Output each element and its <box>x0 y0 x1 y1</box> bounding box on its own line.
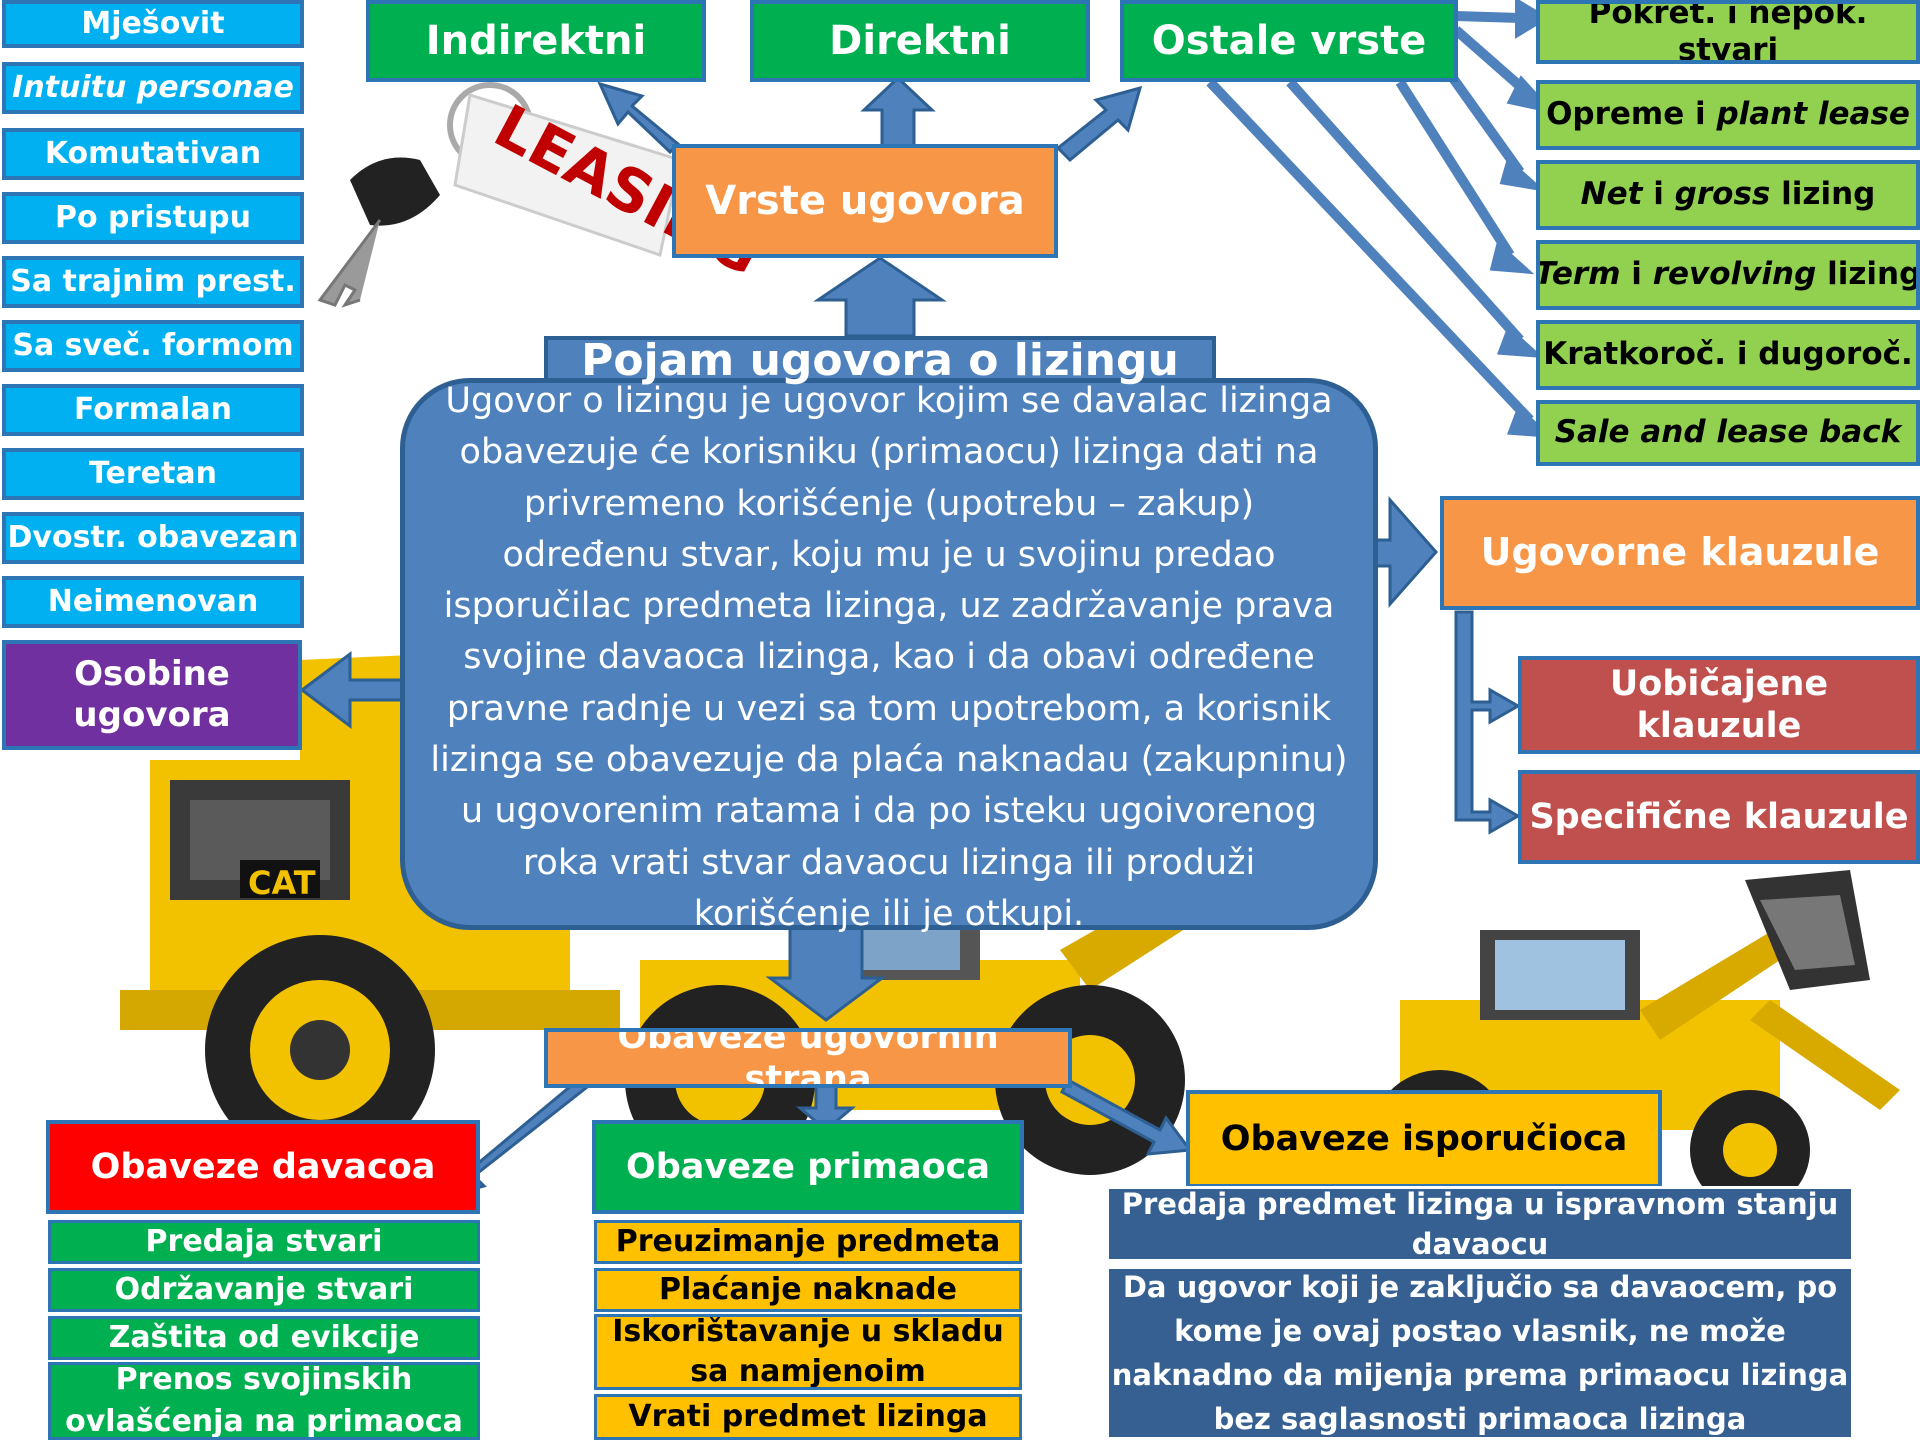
osobine-line-1: Osobine <box>74 654 230 695</box>
osobine-ugovora-box[interactable]: Osobine ugovora <box>2 640 302 750</box>
obaveze-davaoca-header[interactable]: Obaveze davacoa <box>46 1120 480 1214</box>
vrste-indirektni[interactable]: Indirektni <box>366 0 706 82</box>
vrste-ostale[interactable]: Ostale vrste <box>1120 0 1458 82</box>
definition-line: korišćenje ili je otkupi. <box>693 893 1085 934</box>
definition-line: svojine davaoca lizinga, kao i da obavi … <box>463 637 1315 678</box>
pojam-definition-box <box>400 378 1378 930</box>
arrow-to-isporucioca <box>1060 1077 1193 1156</box>
vrste-ugovora-box[interactable]: Vrste ugovora <box>672 144 1058 258</box>
term-text-b: i <box>1620 256 1653 293</box>
arrow-bracket-klauzule <box>1454 610 1522 835</box>
davaoca-item-zastita: Zaštita od evikcije <box>48 1316 480 1360</box>
ostale-pokret-nepok[interactable]: Pokret. i nepok. stvari <box>1536 0 1920 64</box>
term-text-a: Term <box>1536 256 1621 293</box>
primaoca-item-iskoristavanje: Iskorištavanje u skladu sa namjenoim <box>594 1314 1022 1390</box>
left-item-teretan[interactable]: Teretan <box>2 448 304 500</box>
definition-line: obavezuje će korisniku (primaocu) lizing… <box>459 432 1319 473</box>
primaoca-item-vrati: Vrati predmet lizinga <box>594 1394 1022 1440</box>
left-item-sa-trajnim-prest[interactable]: Sa trajnim prest. <box>2 256 304 308</box>
arrow-to-ostale <box>1055 85 1143 163</box>
isporucioca-item-predaja: Predaja predmet lizinga u ispravnom stan… <box>1106 1186 1854 1262</box>
obaveze-isporucioca-header[interactable]: Obaveze isporučioca <box>1186 1090 1662 1188</box>
pojam-title-bar <box>544 336 1216 382</box>
left-item-mjesovit[interactable]: Mješovit <box>2 0 304 48</box>
pojam-title: Pojam ugovora o lizingu <box>581 335 1179 386</box>
ostale-sale-and-lease-back[interactable]: Sale and lease back <box>1536 400 1920 466</box>
definition-line: Ugovor o lizingu je ugovor kojim se dava… <box>445 381 1333 421</box>
arrow-to-vrste <box>813 256 947 338</box>
left-item-po-pristupu[interactable]: Po pristupu <box>2 192 304 244</box>
davaoca-item-predaja: Predaja stvari <box>48 1220 480 1264</box>
definition-line: isporučilac predmeta lizinga, uz zadržav… <box>443 586 1335 627</box>
left-item-dvostr-obavezan[interactable]: Dvostr. obavezan <box>2 512 304 564</box>
opreme-text-a: Opreme i <box>1546 96 1717 133</box>
term-text-c: revolving <box>1652 256 1817 293</box>
arrow-to-indirektni <box>597 81 681 155</box>
davaoca-item-odrzavanje: Održavanje stvari <box>48 1268 480 1312</box>
primaoca-item-preuzimanje: Preuzimanje predmeta <box>594 1220 1022 1264</box>
definition-line: privremeno korišćenje (upotrebu – zakup) <box>523 483 1255 524</box>
definition-line: u ugovorenim ratama i da po isteku ugoiv… <box>461 791 1317 832</box>
primaoca-item-placanje: Plaćanje naknade <box>594 1268 1022 1312</box>
ostale-opreme-plant-lease[interactable]: Opreme i plant lease <box>1536 80 1920 150</box>
truck-logo-text: CAT <box>248 864 316 902</box>
ostale-term-revolving[interactable]: Term i revolving lizing <box>1536 240 1920 310</box>
net-text-d: lizing <box>1770 176 1876 213</box>
left-item-sa-svec-formom[interactable]: Sa sveč. formom <box>2 320 304 372</box>
definition-line: roka vrati stvar davaocu lizinga ili pro… <box>522 842 1256 883</box>
arrow-to-osobine <box>299 651 406 729</box>
ostale-net-gross[interactable]: Net i gross lizing <box>1536 160 1920 230</box>
arrow-to-klauzule <box>1374 496 1439 608</box>
opreme-text-b: plant lease <box>1716 96 1910 133</box>
obaveze-primaoca-header[interactable]: Obaveze primaoca <box>592 1120 1024 1214</box>
isporucioca-item-ugovor: Da ugovor koji je zaključio sa davaocem,… <box>1106 1266 1854 1440</box>
net-text-a: Net <box>1580 176 1643 213</box>
term-text-d: lizing <box>1816 256 1920 293</box>
arrow-to-direktni <box>860 75 936 148</box>
definition-line: određenu stvar, koju mu je u svojinu pre… <box>502 534 1276 575</box>
uobicajene-klauzule-box[interactable]: Uobičajene klauzule <box>1518 656 1920 754</box>
arrow-to-primaoca <box>795 1084 857 1132</box>
specificne-klauzule-box[interactable]: Specifične klauzule <box>1518 770 1920 864</box>
osobine-line-2: ugovora <box>73 695 231 735</box>
left-item-neimenovan[interactable]: Neimenovan <box>2 576 304 628</box>
left-item-intuitu-personae[interactable]: Intuitu personae <box>2 62 304 114</box>
arrow-to-obaveze <box>765 926 887 1022</box>
ugovorne-klauzule-box[interactable]: Ugovorne klauzule <box>1440 496 1920 610</box>
vrste-direktni[interactable]: Direktni <box>750 0 1090 82</box>
davaoca-item-prenos: Prenos svojinskih ovlašćenja na primaoca <box>48 1362 480 1440</box>
definition-line: pravne radnje u vezi sa tom upotrebom, a… <box>446 688 1332 729</box>
definition-line: lizinga se obavezuje da plaća naknadau (… <box>430 740 1348 781</box>
net-text-c: gross <box>1674 176 1771 213</box>
pojam-definition-text: Ugovor o lizingu je ugovor kojim se dava… <box>420 376 1358 940</box>
ostale-kratkoroc-dugoroc[interactable]: Kratkoroč. i dugoroč. <box>1536 320 1920 390</box>
left-item-komutativan[interactable]: Komutativan <box>2 128 304 180</box>
left-item-formalan[interactable]: Formalan <box>2 384 304 436</box>
net-text-b: i <box>1642 176 1675 213</box>
obaveze-ugovornih-strana-box[interactable]: Obaveze ugovornih strana <box>544 1028 1072 1088</box>
